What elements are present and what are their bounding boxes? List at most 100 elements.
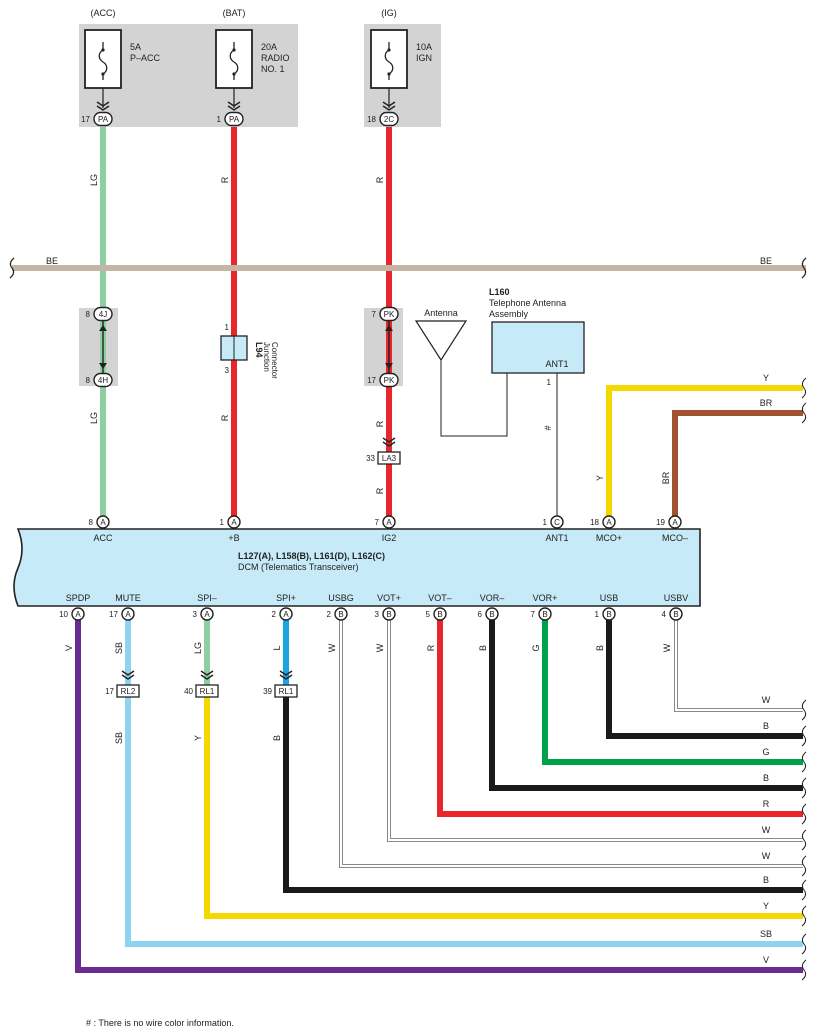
dcm-bot-terminal-8-text: B <box>542 610 547 619</box>
junction-pk-arrow-down <box>385 363 393 369</box>
bus-label-left: BE <box>46 256 58 266</box>
dcm-bot-pin-6: 5 <box>426 610 431 619</box>
dcm-bot-terminal-1 <box>121 607 135 621</box>
dcm-bot-terminal-10 <box>669 607 683 621</box>
l94-pin-bot: 3 <box>225 366 230 375</box>
dcm-bot-terminal-6 <box>433 607 447 621</box>
junction-4j-arrow-down <box>99 363 107 369</box>
l160-pin: 1 <box>547 378 552 387</box>
dcm-bot-terminal-1-text: A <box>125 610 131 619</box>
l94-name2: Connector <box>270 342 279 379</box>
wl-sb-1: SB <box>114 642 124 654</box>
wl-g-1: G <box>531 644 541 651</box>
fuse-ig-chev-b <box>382 105 396 111</box>
fuse-name2-bat: NO. 1 <box>261 64 285 74</box>
dcm-top-terminal-4-text: A <box>606 518 612 527</box>
fuse-name1-ig: IGN <box>416 53 432 63</box>
break-mark-8 <box>801 855 807 877</box>
dcm-bot-terminal-4-text: B <box>338 610 343 619</box>
dcm-bot-terminal-7 <box>485 607 499 621</box>
wl-b-3: B <box>272 735 282 741</box>
wl-br-exit: BR <box>760 398 773 408</box>
dcm-bot-pin-7: 6 <box>478 610 483 619</box>
wl-w-2: W <box>375 643 385 652</box>
dcm-top-terminal-5 <box>668 515 682 529</box>
wl-exit-2: G <box>762 747 769 757</box>
break-mark-5 <box>801 777 807 799</box>
wl-w-3: W <box>662 643 672 652</box>
fuse-conn-acc <box>93 111 113 127</box>
dcm-top-terminal-1-text: A <box>231 518 237 527</box>
wire-b-spi <box>283 697 803 893</box>
rl-connector-1-pin: 40 <box>184 687 193 696</box>
fuse-name1-bat: RADIO <box>261 53 290 63</box>
fuse-source-acc: (ACC) <box>91 8 116 18</box>
break-left <box>9 257 15 279</box>
fuse-bat-dot2 <box>232 72 236 76</box>
wl-lg-3: LG <box>193 642 203 654</box>
rl-chev-1-b <box>200 674 214 680</box>
fuse-ig-dot1 <box>387 48 391 52</box>
dcm-top-terminal-5-text: A <box>672 518 678 527</box>
dcm-top-label-2: IG2 <box>382 533 397 543</box>
wl-l: L <box>272 645 282 650</box>
dcm-bot-pin-9: 1 <box>595 610 600 619</box>
dcm-bot-label-2: SPI– <box>197 593 217 603</box>
fuse-name1-acc: P–ACC <box>130 53 161 63</box>
break-mark-12 <box>801 959 807 981</box>
dcm-bot-pin-0: 10 <box>59 610 68 619</box>
fuse-acc-chev-b <box>96 105 110 111</box>
break-mark-1 <box>801 402 807 424</box>
wl-y-1: Y <box>595 475 605 481</box>
fuse-conn-bat <box>224 111 244 127</box>
wire-sb-mute <box>125 617 803 947</box>
dcm-top-terminal-4 <box>602 515 616 529</box>
fuse-bat-dot1 <box>232 48 236 52</box>
wl-exit-5: W <box>762 825 771 835</box>
ant-line-1 <box>440 350 508 437</box>
dcm-bot-terminal-0 <box>71 607 85 621</box>
footnote: # : There is no wire color information. <box>86 1018 234 1028</box>
wl-b-1: B <box>478 645 488 651</box>
dcm-bot-label-3: SPI+ <box>276 593 296 603</box>
rl-chev-1-a <box>200 670 214 676</box>
fuse-pin-acc: 17 <box>81 115 90 124</box>
dcm-bot-terminal-3-text: A <box>283 610 289 619</box>
wl-y-2: Y <box>193 735 203 741</box>
wl-r-4: R <box>375 420 385 427</box>
wl-r-1: R <box>220 176 230 183</box>
junction-pk-bot-text: PK <box>384 376 395 385</box>
fuse-pin-bat: 1 <box>217 115 222 124</box>
dcm-bot-label-8: VOR+ <box>533 593 558 603</box>
dcm-bot-pin-10: 4 <box>662 610 667 619</box>
la3-connector-text: LA3 <box>382 454 397 463</box>
junction-4j-top-text: 4J <box>99 310 107 319</box>
junction-box-pk <box>364 308 403 386</box>
wire-w-usbv <box>674 617 803 712</box>
wl-exit-7: B <box>763 875 769 885</box>
wl-r-3: R <box>220 414 230 421</box>
wl-w-1: W <box>327 643 337 652</box>
fuse-acc-dot2 <box>101 72 105 76</box>
dcm-bot-terminal-8 <box>538 607 552 621</box>
dcm-bot-terminal-6-text: B <box>437 610 442 619</box>
la3-connector-pin: 33 <box>366 454 375 463</box>
junction-4j-bot-pin: 8 <box>86 376 91 385</box>
wire-b-vor-minus <box>489 617 803 791</box>
rl-connector-2-pin: 39 <box>263 687 272 696</box>
junction-4j-bot <box>93 372 113 388</box>
junction-pk-top <box>379 306 399 322</box>
wl-exit-1: B <box>763 721 769 731</box>
dcm-top-terminal-2-text: A <box>386 518 392 527</box>
dcm-bot-pin-4: 2 <box>327 610 332 619</box>
rl-connector-1-text: RL1 <box>200 687 215 696</box>
rl-connector-1 <box>195 684 219 698</box>
dcm-title: L127(A), L158(B), L161(D), L162(C) <box>238 551 385 561</box>
dcm-bot-terminal-3 <box>279 607 293 621</box>
wl-y-exit: Y <box>763 373 769 383</box>
dcm-top-label-5: MCO– <box>662 533 688 543</box>
l160-box <box>491 321 585 374</box>
fuse-amp-bat: 20A <box>261 42 277 52</box>
wl-lg-2: LG <box>89 412 99 424</box>
